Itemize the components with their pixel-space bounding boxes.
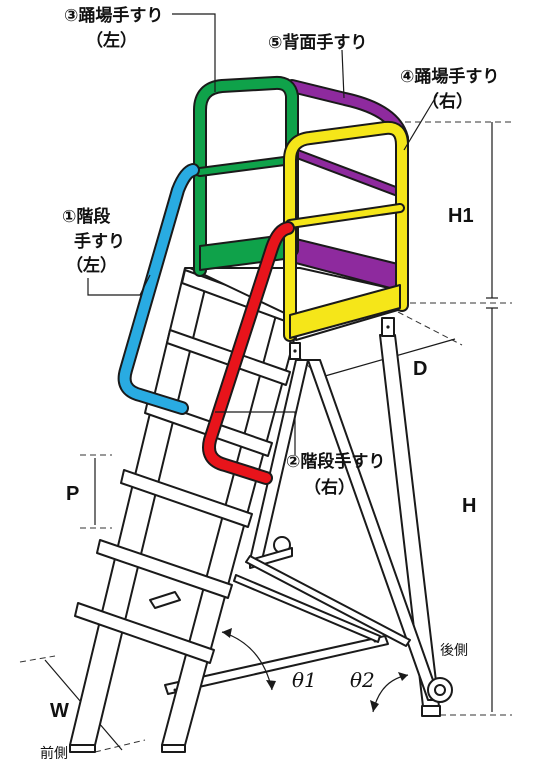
label-platform-rail-left-line2: （左）: [86, 30, 137, 51]
dimension-h1: H1: [448, 205, 474, 227]
label-platform-rail-right-line1: ④踊場手すり: [400, 66, 499, 87]
label-stair-rail-left-line3: （左）: [66, 255, 117, 276]
stair-tread-6: [74, 602, 215, 664]
rear-frame: [164, 334, 453, 717]
label-platform-rail-left-line1: ③踊場手すり: [64, 5, 163, 26]
label-stair-rail-left-line2: 手すり: [74, 231, 125, 252]
label-stair-rail-left-line1: ①階段: [62, 206, 110, 227]
stair-tread-5: [96, 539, 233, 599]
label-platform-rail-right-line2: （右）: [422, 91, 473, 112]
dimension-p: P: [66, 483, 79, 505]
label-stair-rail-right-line1: ②階段手すり: [286, 451, 385, 472]
label-front-side: 前側: [40, 745, 68, 762]
dimension-d: D: [413, 358, 427, 380]
angle-markers: [221, 628, 409, 713]
dimension-w: W: [50, 700, 69, 722]
angle-theta2: θ2: [350, 668, 375, 692]
labels: ③踊場手すり （左） ⑤背面手すり ④踊場手すり （右） ①階段 手すり （左）…: [40, 5, 499, 762]
dimension-h: H: [462, 495, 476, 517]
stair-section: [69, 267, 303, 753]
angle-theta1: θ1: [292, 668, 317, 692]
label-back-rail: ⑤背面手すり: [268, 32, 367, 53]
callout-leaders: [87, 13, 438, 455]
label-stair-rail-right-line2: （右）: [304, 477, 355, 498]
stair-tread-4: [120, 469, 253, 528]
handrails: [117, 75, 409, 485]
stair-tread-2: [166, 329, 291, 386]
label-rear-side: 後側: [440, 643, 468, 659]
dimension-guides: [19, 121, 512, 753]
